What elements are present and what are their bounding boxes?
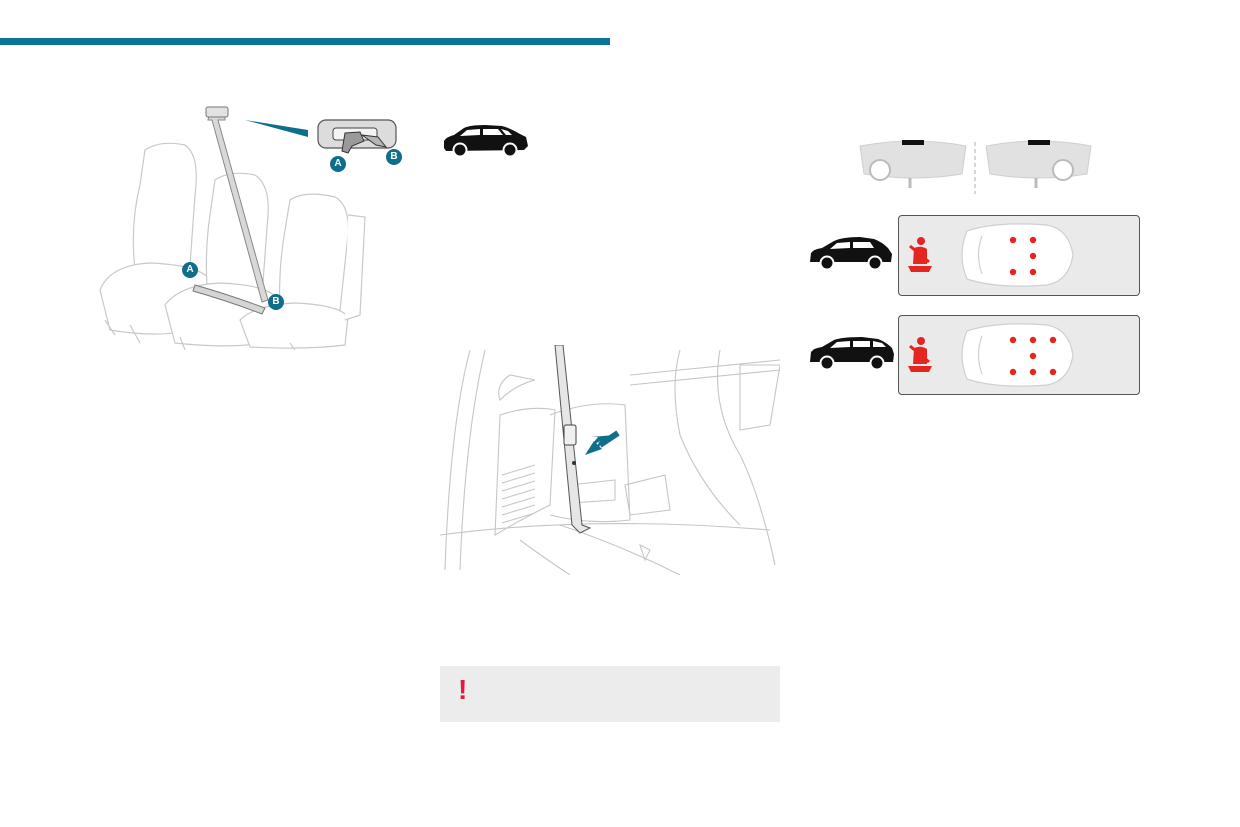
car-top-view bbox=[961, 323, 1074, 387]
header-rule bbox=[0, 38, 610, 45]
car-icon-suv-large bbox=[810, 337, 894, 370]
callout-a-inset: A bbox=[330, 156, 346, 172]
seatbelt-status-panel-5-seats bbox=[898, 215, 1140, 296]
rear-seat-belt-illustration bbox=[99, 106, 397, 350]
car-icon bbox=[444, 125, 528, 158]
callout-b-seat: B bbox=[268, 294, 284, 310]
car-top-view bbox=[961, 223, 1074, 287]
dashboard-lhd-rhd-illustration bbox=[859, 140, 1092, 194]
callout-b-inset: B bbox=[386, 149, 402, 165]
seatbelt-warning-icon bbox=[908, 237, 932, 272]
seatbelt-warning-icon bbox=[908, 337, 932, 372]
warning-exclamation-icon: ! bbox=[458, 674, 468, 705]
boot-belt-storage-illustration bbox=[440, 345, 780, 575]
callout-a-seat: A bbox=[182, 262, 198, 278]
car-icon-suv bbox=[810, 237, 892, 270]
seatbelt-status-panel-7-seats bbox=[898, 315, 1140, 395]
warning-box: ! bbox=[440, 666, 780, 722]
